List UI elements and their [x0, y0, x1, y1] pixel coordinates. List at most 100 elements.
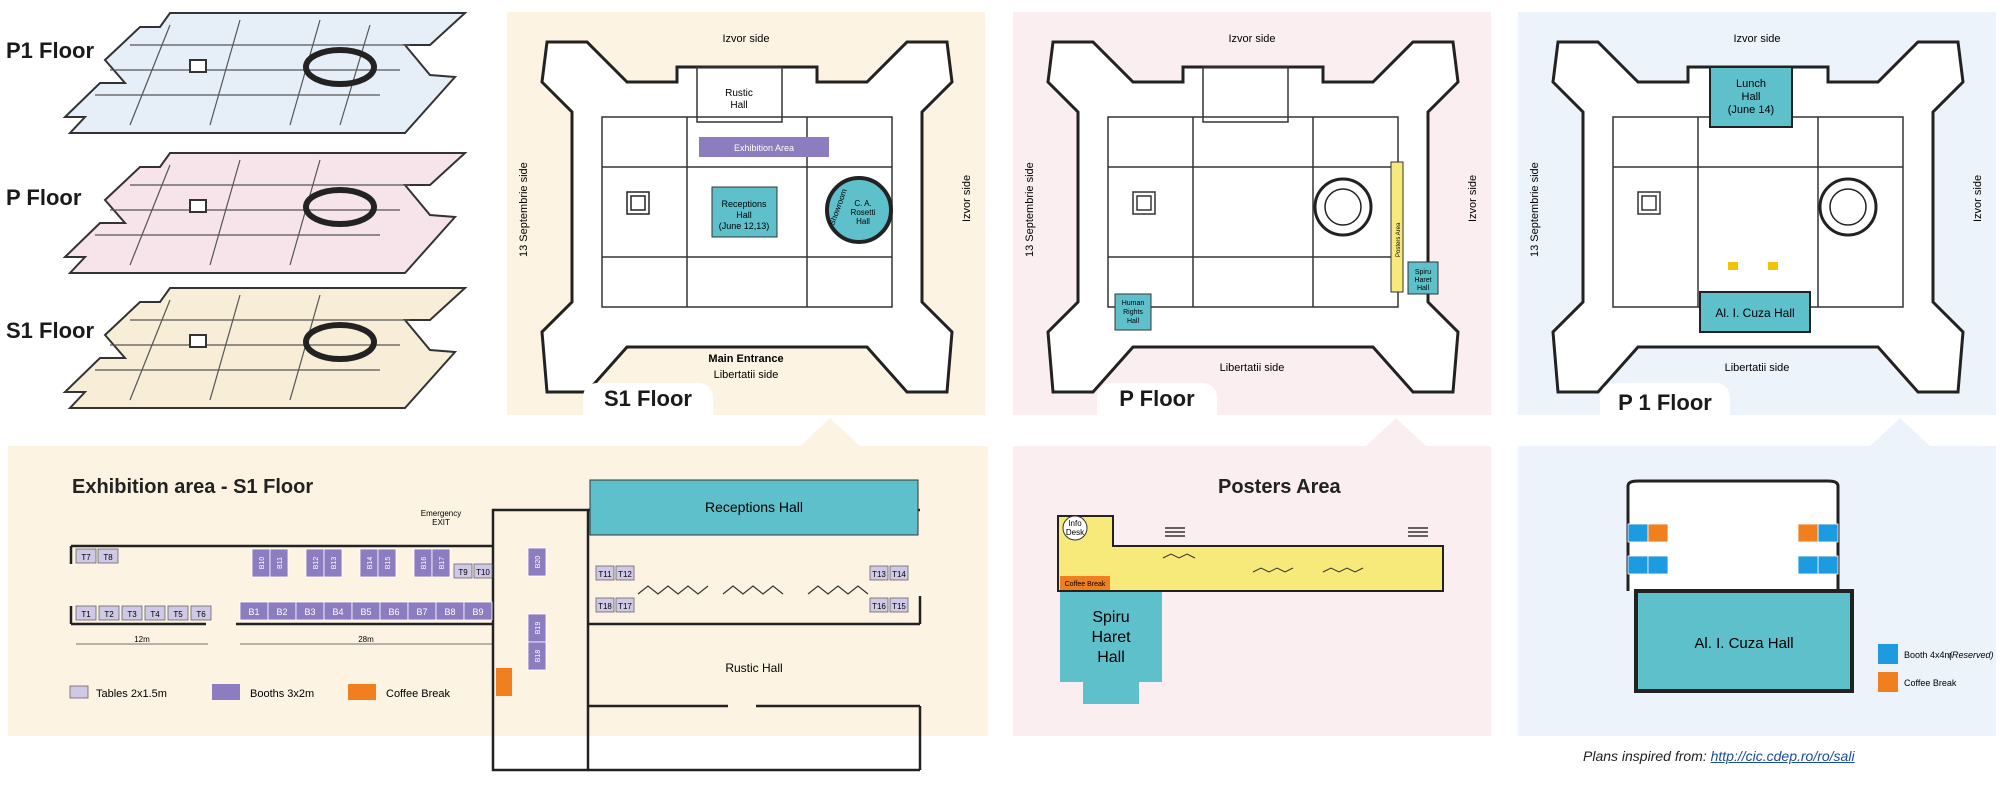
s1-bottom-label: Libertatii side [714, 369, 779, 381]
credit-line: Plans inspired from: http://cic.cdep.ro/… [1583, 748, 1855, 764]
p1-left-label: 13 Septembrie side [1529, 162, 1541, 257]
s1-rustic-l1: Rustic [725, 88, 753, 99]
exh-t10: T10 [476, 568, 490, 577]
exh-legend-booths: Booths 3x2m [250, 688, 314, 700]
exh-coffee-break [496, 668, 512, 696]
exh-legend-tables: Tables 2x1.5m [96, 688, 167, 700]
exh-legend-coffee: Coffee Break [386, 688, 451, 700]
exh-t1: T1 [81, 610, 91, 619]
exh-b11: B11 [277, 557, 284, 569]
p-human-l3: Hall [1127, 318, 1140, 325]
p-floor-tab: P Floor [1097, 383, 1217, 415]
s1-left-label: 13 Septembrie side [518, 162, 530, 257]
s1-right-label: Izvor side [961, 175, 973, 222]
p-human-rights-hall [1114, 293, 1152, 331]
exh-t11: T11 [598, 570, 612, 579]
p-spiru-l1: Spiru [1415, 269, 1431, 276]
posters-plan: Info Desk Coffee Break Spiru Haret Hall [1057, 515, 1444, 704]
s1-exhibition-area [699, 137, 829, 157]
posters-title: Posters Area [1218, 476, 1341, 498]
p1-floor-tab: P 1 Floor [1600, 383, 1730, 415]
p-spiru-l3: Hall [1417, 285, 1430, 292]
s1-rustic-l2: Hall [730, 100, 747, 111]
exh-t9: T9 [458, 568, 468, 577]
p-right-label: Izvor side [1467, 175, 1479, 222]
exh-b7: B7 [416, 607, 427, 617]
p1-lunch-l1: Lunch [1736, 78, 1766, 90]
iso-floor-p1 [62, 12, 468, 134]
p-human-l2: Rights [1123, 309, 1143, 316]
posters-spiru-l2: Haret [1091, 629, 1131, 646]
s1-rosetti-hall [825, 176, 893, 244]
exh-b16: B16 [421, 557, 428, 570]
posters-spiru-l3: Hall [1097, 649, 1125, 666]
exh-b6: B6 [388, 607, 399, 617]
iso-title-p: P Floor [6, 185, 82, 210]
p1-lunch-l3: (June 14) [1728, 104, 1774, 116]
exh-dim-12m: 12m [134, 635, 150, 644]
p-plan: Posters Area Spiru Haret Hall Human Righ… [1024, 33, 1479, 394]
posters-corridor [1057, 515, 1444, 592]
p-top-label: Izvor side [1228, 33, 1275, 45]
p-human-l1: Human [1122, 300, 1145, 307]
exh-rustic-label: Rustic Hall [725, 661, 782, 675]
iso-floor-s1 [62, 287, 468, 409]
p1-bottom-label: Libertatii side [1725, 362, 1790, 374]
exh-b8: B8 [444, 607, 455, 617]
posters-spiru-hall [1060, 592, 1162, 682]
s1-rosetti-l1: C. A. [854, 199, 871, 208]
p1-cuza-label: Al. I. Cuza Hall [1715, 306, 1794, 320]
exhibition-plan: Receptions Hall Rustic Hall Emergency EX… [69, 479, 922, 772]
exh-t4: T4 [150, 610, 160, 619]
p1-plan: Lunch Hall (June 14) Al. I. Cuza Hall Iz… [1529, 33, 1984, 394]
exh-b9: B9 [472, 607, 483, 617]
posters-coffee: Coffee Break [1065, 581, 1106, 588]
exh-t5: T5 [173, 610, 183, 619]
exh-t17: T17 [618, 602, 632, 611]
exh-emergency-l1: Emergency [421, 509, 461, 518]
p1-right-label: Izvor side [1972, 175, 1984, 222]
p-bottom-label: Libertatii side [1220, 362, 1285, 374]
p-spiru-hall [1407, 261, 1439, 295]
exh-receptions-hall [589, 479, 919, 536]
cuza-legend-reserved: (Reserved) [1949, 650, 1994, 660]
exh-t13: T13 [872, 570, 886, 579]
exh-b5: B5 [360, 607, 371, 617]
exh-b1: B1 [248, 607, 259, 617]
posters-info-l2: Desk [1066, 528, 1085, 537]
p-posters-strip [1390, 161, 1404, 293]
cuza-callout [1870, 418, 1930, 446]
p1-top-label: Izvor side [1733, 33, 1780, 45]
exh-b14: B14 [367, 557, 374, 570]
posters-info-l1: Info [1068, 519, 1082, 528]
exhibition-callout [800, 418, 860, 446]
exh-b10: B10 [259, 557, 266, 570]
p1-lunch-l2: Hall [1742, 91, 1761, 103]
posters-spiru-l1: Spiru [1092, 609, 1129, 626]
cuza-legend-coffee: Coffee Break [1904, 678, 1957, 688]
iso-title-p1: P1 Floor [6, 38, 95, 63]
exh-t12: T12 [618, 570, 632, 579]
p-left-label: 13 Septembrie side [1024, 162, 1036, 257]
exh-b3: B3 [304, 607, 315, 617]
p1-cuza-hall [1699, 291, 1811, 333]
posters-callout [1366, 418, 1426, 446]
exh-b19: B19 [535, 622, 542, 635]
s1-rosetti-l3: Hall [856, 217, 870, 226]
s1-plan: Exhibition Area Receptions Hall (June 12… [518, 33, 973, 394]
exh-b17: B17 [439, 557, 446, 570]
exh-b18: B18 [535, 650, 542, 663]
exh-b15: B15 [385, 557, 392, 570]
exh-receptions-label: Receptions Hall [705, 499, 803, 515]
credit-link[interactable]: http://cic.cdep.ro/ro/sali [1710, 748, 1855, 764]
cuza-hall-label: Al. I. Cuza Hall [1694, 635, 1793, 652]
exh-t6: T6 [196, 610, 206, 619]
s1-bottom-bold: Main Entrance [708, 353, 783, 365]
exh-t14: T14 [892, 570, 906, 579]
exh-emergency-l2: EXIT [432, 518, 450, 527]
exh-b2: B2 [276, 607, 287, 617]
s1-exhibition-label: Exhibition Area [734, 143, 794, 153]
exh-b4: B4 [332, 607, 343, 617]
exh-b20: B20 [535, 556, 542, 569]
exh-t7: T7 [81, 553, 91, 562]
